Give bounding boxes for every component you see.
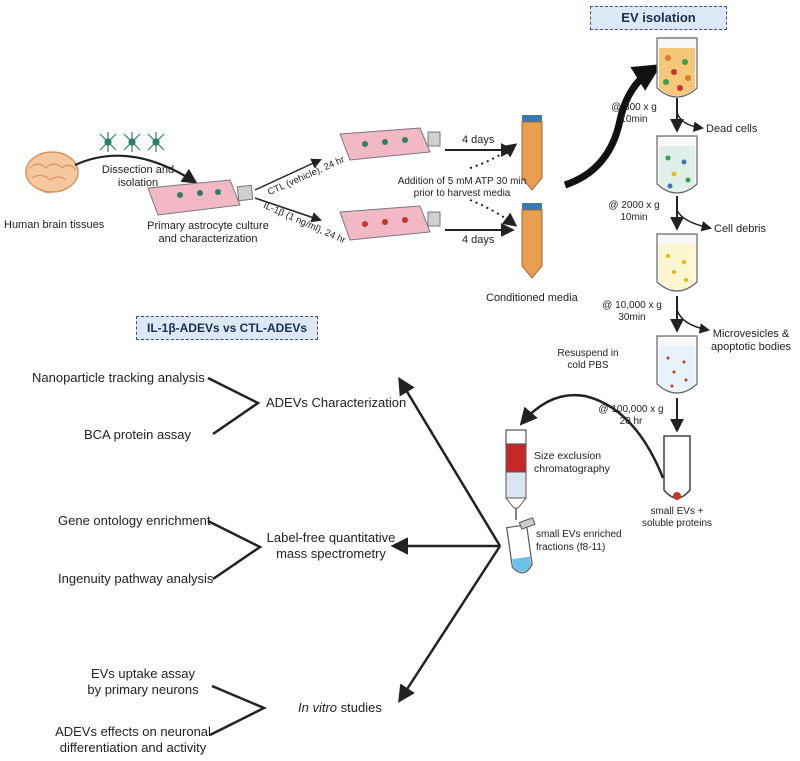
- go-label: Gene ontology enrichment: [58, 513, 211, 528]
- pellet-line-1: small EVs +: [650, 506, 704, 517]
- atp-dotted-arrow-top: [469, 143, 518, 169]
- effects-line-2: differentiation and activity: [59, 740, 207, 755]
- sec-line-2: chromatography: [534, 463, 610, 475]
- culture-label: Primary astrocyte culture and characteri…: [143, 220, 273, 246]
- bracket-in-vitro: [209, 684, 267, 737]
- resuspend-label: Resuspend in cold PBS: [548, 348, 628, 372]
- arrow-dead-cells: [676, 111, 705, 133]
- step3-speed: @ 10,000 x g: [602, 300, 662, 311]
- pellet-label: small EVs + soluble proteins: [632, 506, 722, 530]
- arrow-brain-to-culture: [74, 154, 198, 184]
- mass-spec-label: Label-free quantitative mass spectrometr…: [266, 530, 396, 562]
- atp-line-1: Addition of 5 mM ATP 30 min: [397, 176, 527, 187]
- arrow-cell-debris: [676, 209, 713, 232]
- step2-label: @ 2000 x g 10min: [596, 200, 672, 224]
- culture-flask-icon: [147, 179, 254, 216]
- centrifuge-tube-3-icon: [656, 233, 698, 292]
- ctl-flask-icon: [339, 127, 441, 161]
- culture-line-1: Primary astrocyte culture: [147, 220, 269, 232]
- dissection-label: Dissection and isolation: [98, 164, 178, 190]
- brain-label: Human brain tissues: [4, 219, 105, 231]
- conical-tube-ctl-icon: [521, 115, 543, 191]
- arrow-resuspend: [519, 393, 665, 479]
- step1-time: 10min: [620, 114, 648, 125]
- in-vitro-rest: studies: [337, 700, 382, 715]
- pellet-line-2: soluble proteins: [641, 518, 713, 529]
- in-vitro-italic: In vitro: [298, 700, 338, 715]
- centrifuge-tube-4-icon: [656, 335, 698, 394]
- centrifuge-tube-1-icon: [656, 37, 698, 98]
- fractions-line-2: fractions (f8-11): [536, 542, 606, 553]
- step2-speed: @ 2000 x g: [608, 200, 660, 211]
- step3-time: 30min: [618, 312, 646, 323]
- culture-line-2: and characterization: [158, 233, 258, 245]
- arrow-to-ev-isolation: [563, 64, 662, 189]
- dead-cells-label: Dead cells: [706, 123, 758, 135]
- step4-time: 20 hr: [619, 416, 643, 427]
- step4-label: @ 100,000 x g 20 hr: [586, 404, 676, 428]
- days-bottom-label: 4 days: [462, 234, 495, 246]
- sec-label: Size exclusion chromatography: [534, 450, 610, 476]
- arrow-to-in-vitro: [398, 545, 502, 703]
- nta-label: Nanoparticle tracking analysis: [32, 370, 205, 385]
- fractions-line-1: small EVs enriched: [536, 529, 622, 540]
- cell-debris-label: Cell debris: [714, 223, 766, 235]
- microvesicles-line-1: Microvesicles &: [712, 328, 790, 340]
- atp-dotted-arrow-bottom: [469, 199, 518, 227]
- dissection-line-2: isolation: [117, 177, 159, 189]
- uptake-label: EVs uptake assay by primary neurons: [68, 666, 218, 698]
- step3-label: @ 10,000 x g 30min: [590, 300, 674, 324]
- step1-label: @ 300 x g 10min: [598, 102, 670, 126]
- resuspend-line-1: Resuspend in: [557, 348, 619, 359]
- microvesicles-label: Microvesicles & apoptotic bodies: [704, 328, 798, 354]
- centrifuge-tube-2-icon: [656, 135, 698, 194]
- arrow-microvesicles: [676, 309, 711, 334]
- bracket-characterization: [207, 376, 261, 436]
- mass-spec-line-2: mass spectrometry: [276, 546, 386, 561]
- atp-line-2: prior to harvest media: [413, 188, 511, 199]
- conditioned-media-label: Conditioned media: [486, 292, 578, 304]
- bca-label: BCA protein assay: [84, 427, 191, 442]
- effects-line-1: ADEVs effects on neuronal: [55, 724, 211, 739]
- sec-column-icon: [504, 429, 528, 520]
- astrocytes-icon: [99, 132, 165, 152]
- arrow-to-characterization: [398, 377, 502, 547]
- atp-label: Addition of 5 mM ATP 30 min prior to har…: [382, 176, 542, 200]
- dissection-line-1: Dissection and: [101, 164, 175, 176]
- characterization-label: ADEVs Characterization: [266, 395, 407, 410]
- il-flask-icon: [339, 205, 441, 241]
- arrow-to-ctl: [254, 158, 322, 191]
- effects-label: ADEVs effects on neuronal differentiatio…: [38, 724, 228, 756]
- bracket-mass-spec: [207, 519, 263, 581]
- conical-tube-il-icon: [521, 203, 543, 279]
- brain-icon: [25, 151, 79, 194]
- ev-isolation-title: EV isolation: [590, 6, 727, 30]
- fractions-label: small EVs enriched fractions (f8-11): [536, 528, 622, 554]
- step2-time: 10min: [620, 212, 648, 223]
- step4-speed: @ 100,000 x g: [598, 404, 664, 415]
- step1-speed: @ 300 x g: [611, 102, 657, 113]
- days-top-label: 4 days: [462, 134, 495, 146]
- arrow-to-il: [254, 197, 322, 223]
- in-vitro-label: In vitro studies: [298, 700, 382, 716]
- microvesicles-line-2: apoptotic bodies: [710, 341, 792, 353]
- uptake-line-1: EVs uptake assay: [90, 666, 196, 681]
- comparison-title: IL-1β-ADEVs vs CTL-ADEVs: [136, 316, 318, 340]
- ipa-label: Ingenuity pathway analysis: [58, 571, 214, 586]
- mass-spec-line-1: Label-free quantitative: [266, 530, 396, 545]
- centrifuge-tube-5-icon: [663, 435, 691, 500]
- sec-line-1: Size exclusion: [534, 450, 602, 462]
- resuspend-line-2: cold PBS: [567, 360, 609, 371]
- collection-tube-icon: [506, 517, 536, 574]
- uptake-line-2: by primary neurons: [87, 682, 199, 697]
